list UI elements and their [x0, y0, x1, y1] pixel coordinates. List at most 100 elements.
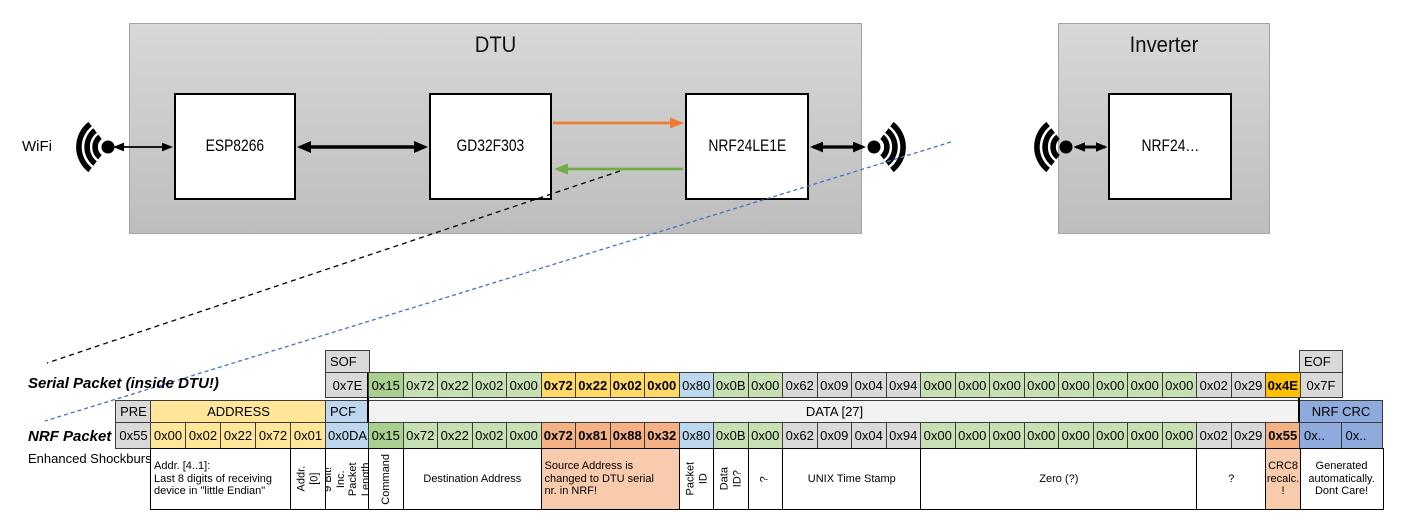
serial-byte-cell-26: 0x4E — [1265, 372, 1301, 398]
serial-byte-cell-9: 0x80 — [678, 372, 714, 398]
nrf-byte-cell-24: 0x02 — [1196, 422, 1232, 449]
nrf-byte-cell-10: 0x0B — [713, 422, 749, 449]
nrf-byte-cell-18: 0x00 — [989, 422, 1025, 449]
nrf-crc-value-cell-1: 0x.. — [1340, 422, 1383, 449]
serial-byte-cell-14: 0x04 — [851, 372, 887, 398]
annotation-cell-8: ? — [747, 448, 784, 510]
nrf-byte-cell-13: 0x09 — [816, 422, 852, 449]
annotation-cell-7: Data ID? — [713, 448, 750, 510]
nrf-byte-cell-17: 0x00 — [954, 422, 990, 449]
nrf24le1e-box: NRF24LE1E — [685, 93, 809, 200]
nrf-byte-cell-12: 0x62 — [782, 422, 818, 449]
serial-byte-cell-19: 0x00 — [1023, 372, 1059, 398]
serial-byte-cell-22: 0x00 — [1127, 372, 1163, 398]
nrf-packet-label: NRF Packet — [28, 428, 112, 445]
nrf-byte-cell-8: 0x32 — [644, 422, 680, 449]
serial-byte-cell-15: 0x94 — [885, 372, 921, 398]
serial-byte-cell-13: 0x09 — [816, 372, 852, 398]
pre-header-cell: PRE — [115, 400, 152, 423]
serial-byte-cell-4: 0x00 — [506, 372, 542, 398]
serial-byte-cell-10: 0x0B — [713, 372, 749, 398]
serial-packet-label: Serial Packet (inside DTU!) — [28, 375, 219, 392]
nrf-byte-cell-7: 0x88 — [609, 422, 645, 449]
nrf-byte-cell-5: 0x72 — [540, 422, 576, 449]
serial-byte-cell-17: 0x00 — [954, 372, 990, 398]
serial-byte-cell-6: 0x22 — [575, 372, 611, 398]
serial-byte-cell-16: 0x00 — [920, 372, 956, 398]
nrf-byte-cell-4: 0x00 — [506, 422, 542, 449]
annotation-cell-0: Addr. [4..1]: Last 8 digits of receiving… — [150, 448, 292, 510]
serial-byte-cell-3: 0x02 — [471, 372, 507, 398]
data-header-cell: DATA [27] — [368, 400, 1301, 423]
nrf-byte-cell-19: 0x00 — [1023, 422, 1059, 449]
serial-byte-cell-23: 0x00 — [1161, 372, 1197, 398]
annotation-cell-13: Generated automatically. Dont Care! — [1299, 448, 1384, 510]
nrf-byte-cell-20: 0x00 — [1058, 422, 1094, 449]
pcf-header-cell: PCF — [325, 400, 370, 423]
data-span-connector-left — [367, 373, 369, 423]
annotation-cell-11: ? — [1196, 448, 1267, 510]
esp8266-box: ESP8266 — [174, 93, 296, 200]
annotation-cell-4: Destination Address — [402, 448, 543, 510]
wifi-signal-icon-dtu-right — [868, 124, 904, 170]
nrf-crc-header-cell: NRF CRC — [1299, 400, 1383, 423]
nrf-byte-cell-14: 0x04 — [851, 422, 887, 449]
nrf-byte-cell-1: 0x72 — [402, 422, 438, 449]
inverter-title: Inverter — [1129, 32, 1199, 57]
nrf-byte-cell-23: 0x00 — [1161, 422, 1197, 449]
inverter-nrf-label: NRF24… — [1141, 137, 1199, 155]
nrf-byte-cell-15: 0x94 — [885, 422, 921, 449]
nrf-address-byte-cell-1: 0x02 — [185, 422, 221, 449]
nrf-byte-cell-0: 0x15 — [368, 422, 404, 449]
sof-header-cell: SOF — [325, 350, 370, 373]
nrf-crc-value-cell-0: 0x.. — [1299, 422, 1342, 449]
nrf24le1e-label: NRF24LE1E — [708, 137, 786, 155]
serial-byte-cell-5: 0x72 — [540, 372, 576, 398]
serial-byte-cell-7: 0x02 — [609, 372, 645, 398]
serial-byte-cell-25: 0x29 — [1230, 372, 1266, 398]
eof-header-cell: EOF — [1299, 350, 1343, 373]
annotation-cell-12: CRC8 recalc. ! — [1265, 448, 1302, 510]
serial-byte-cell-0: 0x15 — [368, 372, 404, 398]
annotation-cell-1: Addr.[0] — [290, 448, 327, 510]
nrf-byte-cell-26: 0x55 — [1265, 422, 1301, 449]
pre-value-cell: 0x55 — [115, 422, 152, 449]
nrf-byte-cell-16: 0x00 — [920, 422, 956, 449]
gd32f303-box: GD32F303 — [429, 93, 552, 200]
serial-byte-cell-24: 0x02 — [1196, 372, 1232, 398]
serial-byte-cell-1: 0x72 — [402, 372, 438, 398]
annotation-cell-6: Packet ID — [678, 448, 715, 510]
serial-byte-cell-20: 0x00 — [1058, 372, 1094, 398]
serial-byte-cell-11: 0x00 — [747, 372, 783, 398]
nrf-byte-cell-9: 0x80 — [678, 422, 714, 449]
data-span-connector-right — [1298, 373, 1300, 423]
nrf-byte-cell-3: 0x02 — [471, 422, 507, 449]
annotation-cell-5: Source Address is changed to DTU serial … — [540, 448, 681, 510]
nrf-byte-cell-2: 0x22 — [437, 422, 473, 449]
serial-byte-cell-12: 0x62 — [782, 372, 818, 398]
annotation-cell-3: Command — [368, 448, 405, 510]
inverter-nrf-box: NRF24… — [1108, 93, 1232, 200]
eof-value-cell: 0x7F — [1299, 372, 1343, 398]
esp8266-label: ESP8266 — [205, 137, 265, 155]
nrf-address-byte-cell-3: 0x72 — [255, 422, 291, 449]
pcf-value-cell: 0x0DA — [325, 422, 370, 449]
annotation-cell-10: Zero (?) — [920, 448, 1198, 510]
nrf-byte-cell-6: 0x81 — [575, 422, 611, 449]
sof-value-cell: 0x7E — [325, 372, 370, 398]
nrf-byte-cell-22: 0x00 — [1127, 422, 1163, 449]
wifi-signal-icon-left — [79, 124, 115, 170]
nrf-address-byte-cell-4: 0x01 — [290, 422, 326, 449]
nrf-address-byte-cell-2: 0x22 — [220, 422, 256, 449]
annotation-cell-2: 9 Bit! Inc. Packet Length — [325, 448, 370, 510]
nrf-byte-cell-21: 0x00 — [1092, 422, 1128, 449]
gd32f303-label: GD32F303 — [456, 137, 525, 155]
enhanced-shockburst-label: Enhanced Shockburst — [28, 451, 156, 466]
nrf-byte-cell-25: 0x29 — [1230, 422, 1266, 449]
nrf-address-byte-cell-0: 0x00 — [150, 422, 186, 449]
wifi-label: WiFi — [22, 138, 52, 155]
serial-byte-cell-8: 0x00 — [644, 372, 680, 398]
serial-byte-cell-21: 0x00 — [1092, 372, 1128, 398]
annotation-cell-9: UNIX Time Stamp — [782, 448, 922, 510]
